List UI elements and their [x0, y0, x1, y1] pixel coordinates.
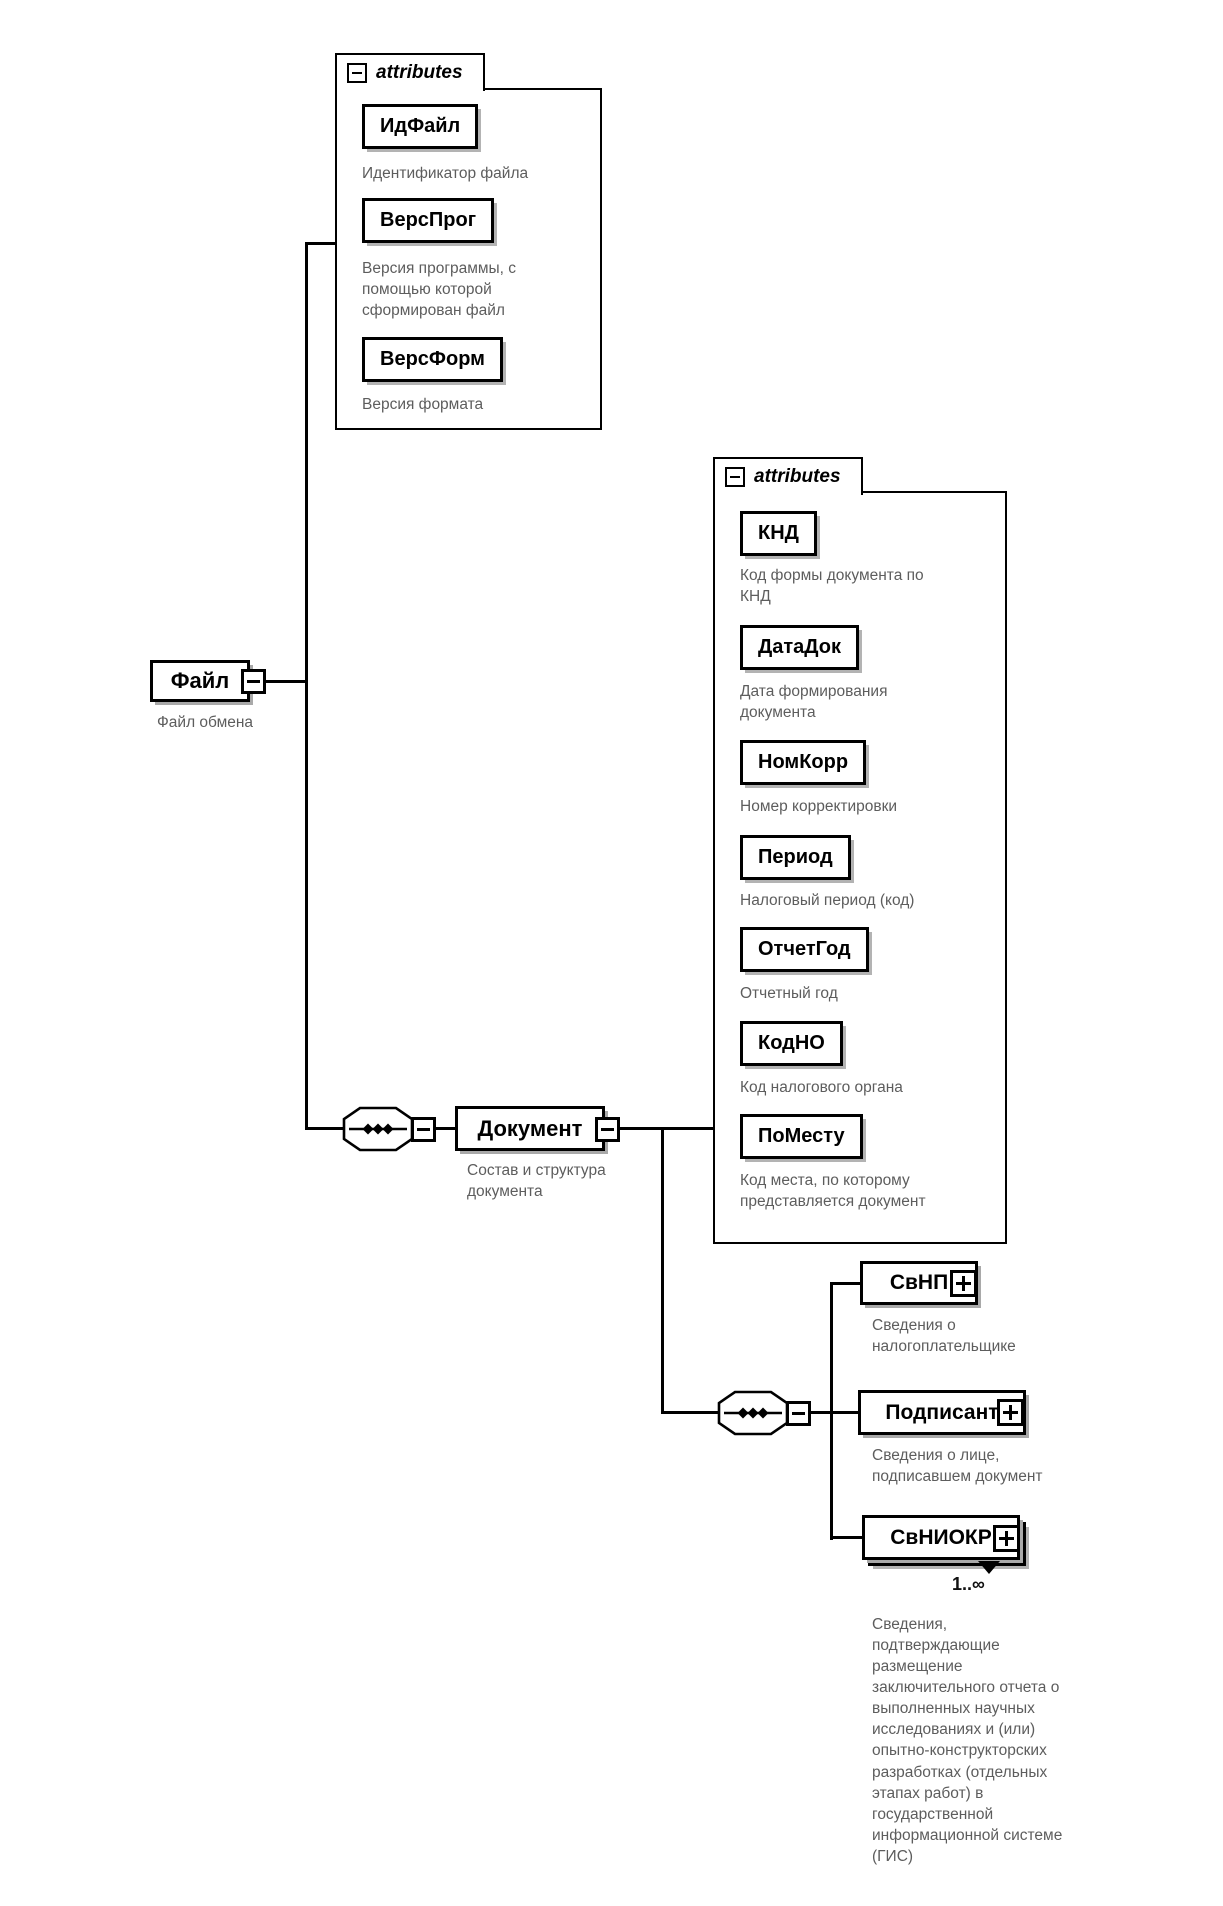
attribute-versprog-caption: Версия программы, с помощью которой сфор…: [362, 260, 517, 320]
attribute-datadok-caption: Дата формирования документа: [740, 683, 888, 722]
connector-line: [619, 1127, 715, 1130]
element-podpisant-caption: Сведения о лице, подписавшем документ: [872, 1447, 1043, 1486]
attribute-period: Период: [740, 835, 851, 880]
attribute-knd-caption: Код формы документа по КНД: [740, 567, 924, 606]
element-file-label: Файл: [170, 668, 230, 693]
occurrence-marker: [978, 1561, 1000, 1574]
connector-line: [265, 680, 307, 683]
collapse-icon[interactable]: [411, 1117, 436, 1142]
attribute-idfile: ИдФайл: [362, 104, 479, 149]
expand-icon[interactable]: [997, 1399, 1024, 1426]
element-document-caption: Состав и структура документа: [467, 1162, 606, 1201]
attribute-pomestu: ПоМесту: [740, 1114, 863, 1159]
attribute-versform-caption: Версия формата: [362, 396, 484, 413]
sequence-icon: [342, 1106, 414, 1152]
element-svniokr-label: СвНИОКР: [890, 1525, 992, 1549]
element-file: Файл: [150, 660, 250, 702]
attribute-nomkorr: НомКорр: [740, 740, 867, 785]
connector-line: [661, 1127, 664, 1414]
expand-icon[interactable]: [993, 1525, 1020, 1552]
attribute-idfile-caption: Идентификатор файла: [362, 165, 529, 182]
connector-line: [661, 1411, 719, 1414]
document-attributes-tab: attributes: [713, 457, 863, 495]
collapse-icon[interactable]: [241, 669, 266, 694]
attribute-pomestu-caption: Код места, по которому представляется до…: [740, 1172, 926, 1211]
element-svniokr-caption: Сведения, подтверждающие размещение закл…: [872, 1616, 1063, 1865]
attributes-label: attributes: [376, 62, 463, 83]
connector-line: [305, 242, 337, 245]
connector-line: [305, 242, 308, 1130]
element-file-caption: Файл обмена: [157, 714, 254, 731]
connector-line: [830, 1282, 833, 1540]
attribute-kodno-caption: Код налогового органа: [740, 1079, 903, 1096]
attribute-versform: ВерсФорм: [362, 337, 503, 382]
element-svnp-label: СвНП: [889, 1271, 949, 1294]
element-document-label: Документ: [477, 1115, 583, 1141]
file-attributes-tab: attributes: [335, 53, 485, 91]
attribute-knd: КНД: [740, 511, 817, 556]
element-svnp: СвНП: [860, 1261, 978, 1305]
collapse-icon[interactable]: [595, 1117, 620, 1142]
collapse-icon[interactable]: [725, 467, 745, 487]
attribute-kodno: КодНО: [740, 1021, 843, 1066]
element-podpisant-label: Подписант: [885, 1400, 999, 1424]
element-document: Документ: [455, 1106, 605, 1151]
attribute-period-caption: Налоговый период (код): [740, 892, 915, 909]
connector-line: [830, 1282, 862, 1285]
attribute-datadok: ДатаДок: [740, 625, 860, 670]
expand-icon[interactable]: [950, 1270, 977, 1297]
sequence-icon: [717, 1390, 789, 1436]
element-svnp-caption: Сведения о налогоплательщике: [872, 1317, 1016, 1356]
collapse-icon[interactable]: [786, 1401, 811, 1426]
connector-line: [305, 1127, 344, 1130]
attributes-label: attributes: [754, 466, 841, 487]
attribute-otchetgod: ОтчетГод: [740, 927, 869, 972]
connector-line: [830, 1536, 864, 1539]
collapse-icon[interactable]: [347, 63, 367, 83]
attribute-versprog: ВерсПрог: [362, 198, 495, 243]
occurrence-label: 1..∞: [952, 1574, 985, 1594]
connector-line: [810, 1411, 860, 1414]
connector-line: [434, 1127, 457, 1130]
attribute-nomkorr-caption: Номер корректировки: [740, 798, 898, 815]
attribute-otchetgod-caption: Отчетный год: [740, 985, 838, 1002]
